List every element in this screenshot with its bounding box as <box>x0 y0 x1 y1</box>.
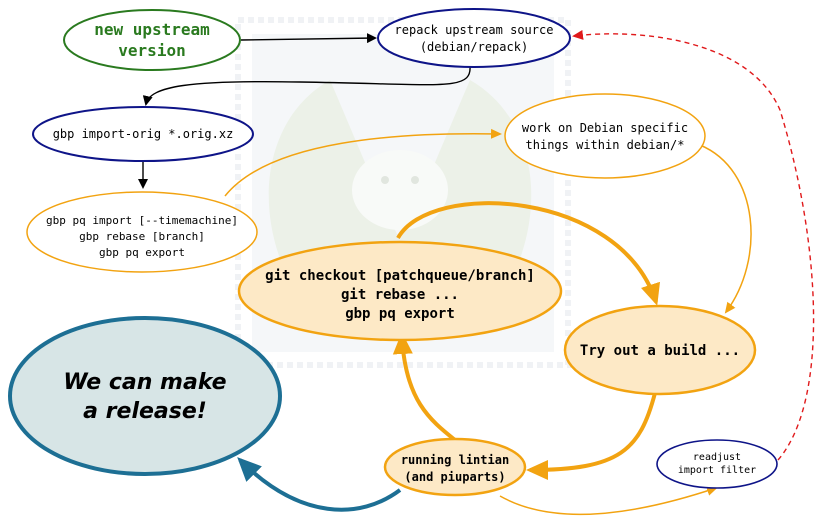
edge-lintian-release <box>237 457 402 512</box>
node-import-orig-line1: gbp import-orig *.orig.xz <box>53 127 234 141</box>
node-new-upstream-line1: new upstream <box>94 20 210 39</box>
edge-trybuild-lintian <box>526 392 657 480</box>
node-lintian[interactable]: running lintian (and piuparts) <box>383 437 527 497</box>
node-pq-import[interactable]: gbp pq import [--timemachine] gbp rebase… <box>26 191 258 273</box>
node-try-build-line1: Try out a build ... <box>580 343 740 359</box>
node-git-checkout[interactable]: git checkout [patchqueue/branch] git reb… <box>237 240 563 342</box>
node-work-debian-line1: work on Debian specific <box>522 121 688 135</box>
node-git-checkout-line3: gbp pq export <box>345 306 455 322</box>
node-pq-import-line2: gbp rebase [branch] <box>79 230 205 243</box>
node-work-debian[interactable]: work on Debian specific things within de… <box>504 93 706 179</box>
node-new-upstream[interactable]: new upstream version <box>63 9 241 71</box>
node-release[interactable]: We can make a release! <box>8 316 282 476</box>
edge-repack-importorig <box>142 65 471 106</box>
node-release-line2: a release! <box>83 399 207 424</box>
node-release-line1: We can make <box>63 370 226 395</box>
node-git-checkout-line1: git checkout [patchqueue/branch] <box>265 268 535 284</box>
node-lintian-line2: (and piuparts) <box>404 470 505 484</box>
node-pq-import-line3: gbp pq export <box>99 246 185 259</box>
node-repack[interactable]: repack upstream source (debian/repack) <box>377 8 571 68</box>
node-readjust-line1: readjust <box>693 452 741 463</box>
node-readjust[interactable]: readjust import filter <box>656 439 778 489</box>
node-new-upstream-line2: version <box>118 41 185 60</box>
node-work-debian-line2: things within debian/* <box>526 138 685 152</box>
edge-lintian-gitcheckout <box>392 332 457 442</box>
node-import-orig[interactable]: gbp import-orig *.orig.xz <box>32 106 254 162</box>
edge-workdebian-trybuild <box>699 144 752 314</box>
edge-newupstream-repack <box>240 33 377 44</box>
edge-lintian-readjust <box>499 486 718 515</box>
edge-gitcheckout-trybuild <box>396 201 660 306</box>
node-git-checkout-line2: git rebase ... <box>341 287 459 303</box>
node-lintian-line1: running lintian <box>401 453 509 467</box>
node-pq-import-line1: gbp pq import [--timemachine] <box>46 214 238 227</box>
edge-pqimport-workdebian <box>224 128 502 197</box>
node-repack-line1: repack upstream source <box>395 23 554 37</box>
node-repack-line2: (debian/repack) <box>420 40 528 54</box>
node-try-build[interactable]: Try out a build ... <box>563 304 757 396</box>
node-readjust-line2: import filter <box>678 465 756 476</box>
